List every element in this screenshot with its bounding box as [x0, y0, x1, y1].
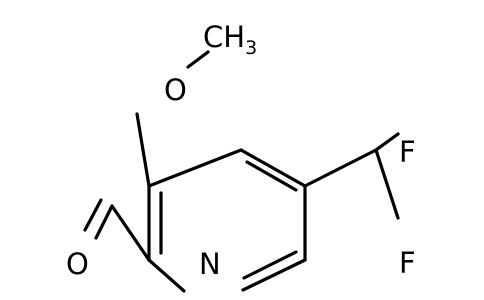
atom-nitrogen-ring: N: [199, 247, 221, 281]
bond-cho-o-double: [83, 198, 103, 232]
bond-cho-o: [94, 204, 114, 240]
bond-c5-n: [241, 258, 307, 292]
atom-methyl-label: CH: [203, 20, 245, 54]
bond-c5-n-inner: [242, 250, 298, 280]
bond-chf2-f-bottom: [374, 148, 400, 220]
bond-c2-o: [135, 112, 151, 188]
atom-oxygen-aldehyde: O: [66, 247, 89, 281]
atom-fluorine-bottom: F: [399, 246, 416, 280]
bond-c3-c4: [239, 148, 307, 188]
bond-c1-cho: [110, 204, 151, 262]
bond-o-ch3: [186, 50, 210, 69]
bond-c5-chf2: [303, 148, 378, 188]
bond-c2-c3: [147, 148, 243, 188]
atom-methyl-subscript: 3: [245, 37, 257, 59]
bond-chf2-f-top: [374, 132, 400, 152]
bond-c3-c4-inner: [245, 160, 298, 192]
atom-oxygen-methoxy: O: [164, 73, 187, 107]
atom-fluorine-top: F: [399, 135, 416, 169]
atom-methyl: CH3: [203, 20, 257, 59]
bond-n-c1: [147, 258, 186, 293]
